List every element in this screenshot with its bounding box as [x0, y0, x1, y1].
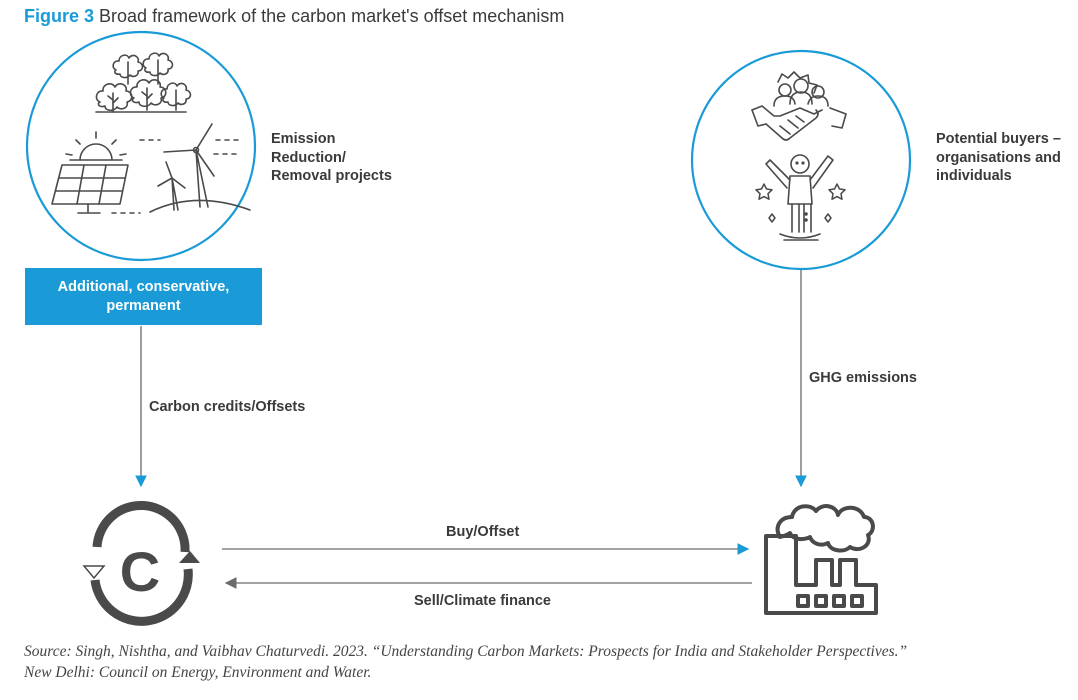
buyers-label: Potential buyers – organisations and ind…	[936, 131, 1061, 184]
banner-text: Additional, conservative, permanent	[57, 278, 230, 314]
projects-circle	[25, 30, 257, 262]
figure-title: Figure 3 Broad framework of the carbon m…	[24, 6, 564, 27]
buyers-circle	[690, 49, 912, 271]
cheering-person-icon	[765, 154, 834, 241]
factory-icon	[764, 504, 878, 615]
figure-title-text: Broad framework of the carbon market's o…	[99, 6, 565, 26]
sell-climate-finance-label: Sell/Climate finance	[414, 593, 551, 609]
carbon-credit-glyph: C	[120, 540, 160, 603]
figure-number: Figure 3	[24, 6, 95, 26]
carbon-credit-cycle-icon: C	[82, 501, 200, 626]
buyers-node	[690, 49, 912, 271]
source-line-1: Source: Singh, Nishtha, and Vaibhav Chat…	[24, 643, 908, 660]
people-icon	[773, 71, 829, 107]
source-citation: Source: Singh, Nishtha, and Vaibhav Chat…	[24, 641, 907, 683]
solar-panel-icon	[51, 131, 129, 214]
source-line-2: New Delhi: Council on Energy, Environmen…	[24, 664, 372, 681]
ghg-emissions-label: GHG emissions	[809, 370, 917, 386]
projects-node	[25, 30, 257, 262]
carbon-credits-label: Carbon credits/Offsets	[149, 399, 306, 415]
handshake-icon	[751, 105, 847, 141]
buy-offset-label: Buy/Offset	[446, 524, 520, 540]
projects-label: Emission Reduction/ Removal projects	[271, 131, 392, 184]
trees-icon	[95, 52, 192, 113]
additional-conservative-permanent-banner: Additional, conservative, permanent	[25, 268, 262, 325]
wind-turbine-icon	[111, 123, 251, 214]
star-icon	[755, 183, 846, 223]
